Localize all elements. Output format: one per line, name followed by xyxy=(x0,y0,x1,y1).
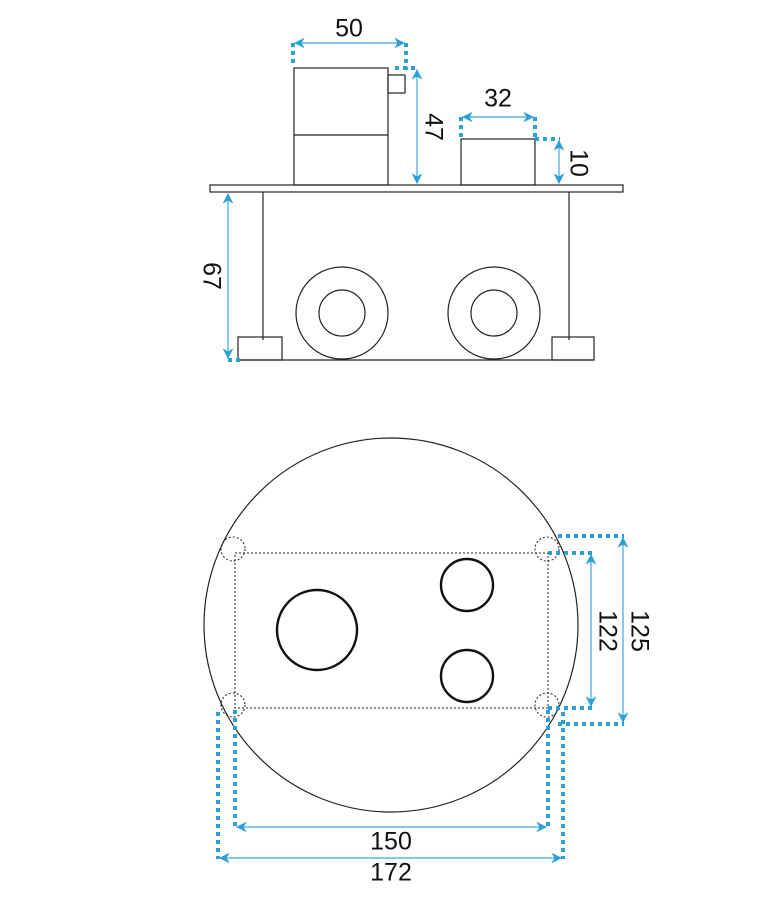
front-view: 122 125 150 172 xyxy=(203,437,653,887)
small-knob xyxy=(460,138,536,186)
main-control-hole xyxy=(275,588,359,672)
dim-47-label: 47 xyxy=(419,113,447,141)
left-outlet xyxy=(295,266,389,360)
box-outline xyxy=(234,552,549,709)
dim-10-label: 10 xyxy=(564,149,592,177)
dim-125-label: 125 xyxy=(625,610,653,652)
left-foot xyxy=(237,336,283,361)
dim-172-label: 172 xyxy=(370,859,412,887)
knob-lever xyxy=(387,74,406,94)
dim-150-label: 150 xyxy=(370,828,412,856)
dim-122-label: 122 xyxy=(593,610,621,652)
cover-plate xyxy=(209,184,624,193)
lower-diverter-hole xyxy=(439,648,495,704)
side-view: 50 47 32 10 67 xyxy=(197,15,624,362)
dim-67-label: 67 xyxy=(197,262,225,290)
dim-50-label: 50 xyxy=(335,15,363,43)
dim-32-label: 32 xyxy=(484,85,512,113)
upper-diverter-hole xyxy=(439,557,495,613)
large-knob xyxy=(293,67,389,186)
right-foot xyxy=(551,336,595,361)
round-cover-plate xyxy=(203,437,579,813)
right-outlet xyxy=(447,266,541,360)
